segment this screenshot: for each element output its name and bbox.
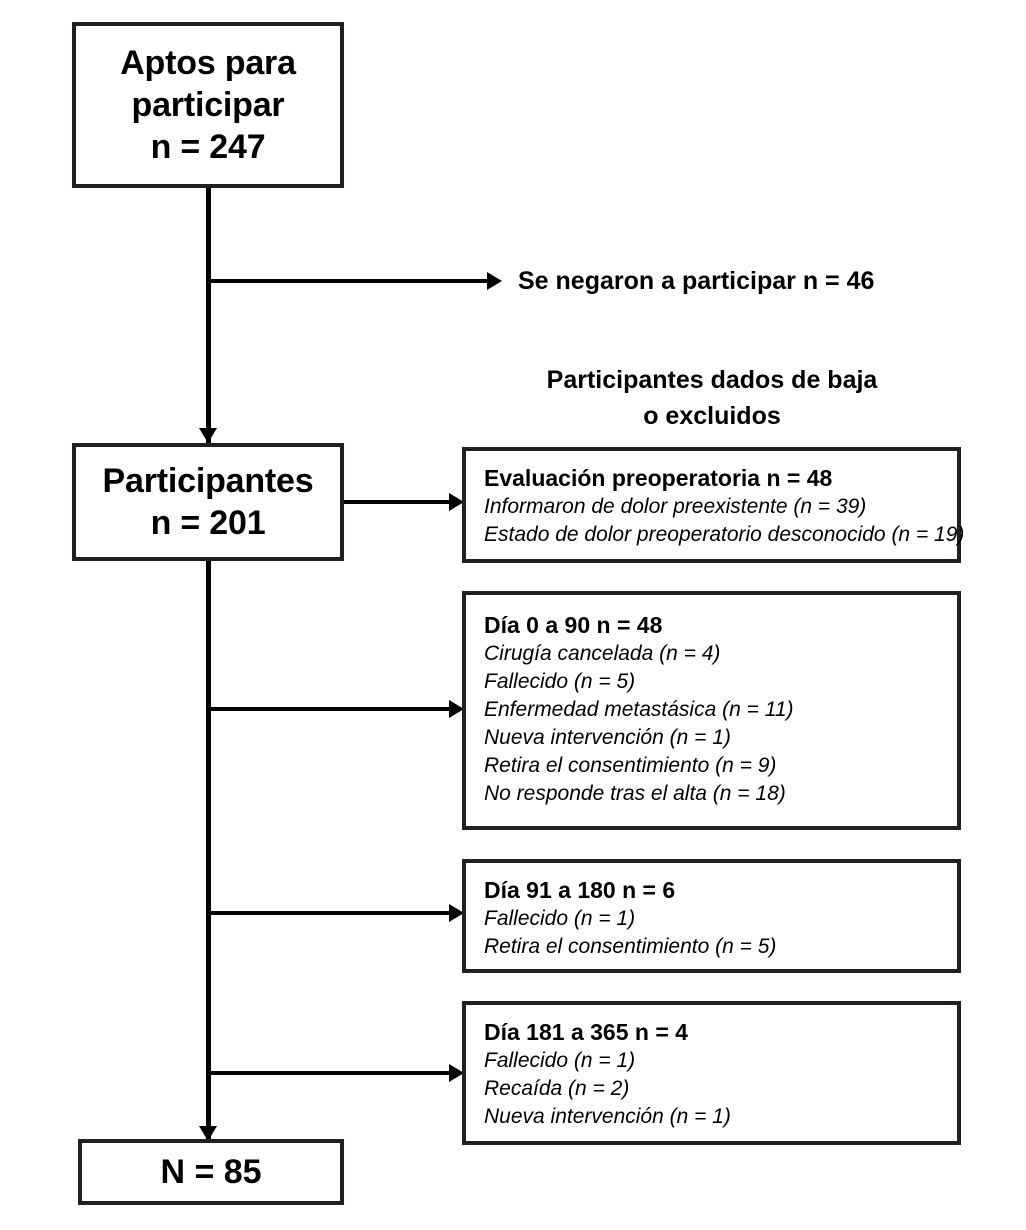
exclusion-box-1-item-5: No responde tras el alta (n = 18) — [484, 782, 786, 805]
connector-exclusion-1 — [206, 707, 459, 711]
node-eligible-line2: participar — [131, 86, 285, 124]
node-final-box: N = 85 — [78, 1139, 344, 1205]
exclusion-box-3-title: Día 181 a 365 n = 4 — [484, 1019, 688, 1045]
connector-exclusion-2 — [206, 911, 459, 915]
exclusion-box-1-item-2: Enfermedad metastásica (n = 11) — [484, 698, 794, 721]
exclusion-box-2-title: Día 91 a 180 n = 6 — [484, 877, 676, 903]
exclusion-box-1-item-4: Retira el consentimiento (n = 9) — [484, 754, 777, 777]
arrowhead-participants — [199, 428, 217, 443]
exclusion-box-1: Día 0 a 90 n = 48 Cirugía cancelada (n =… — [462, 591, 961, 830]
exclusion-box-1-title: Día 0 a 90 n = 48 — [484, 612, 663, 638]
label-excluded-header-line2: o excluidos — [643, 402, 781, 430]
exclusion-box-2: Día 91 a 180 n = 6 Fallecido (n = 1) Ret… — [462, 859, 961, 973]
exclusion-box-1-item-0: Cirugía cancelada (n = 4) — [484, 642, 721, 665]
exclusion-box-1-item-3: Nueva intervención (n = 1) — [484, 726, 731, 749]
exclusion-box-2-item-1: Retira el consentimiento (n = 5) — [484, 935, 777, 958]
connector-eligible-to-participants — [206, 188, 211, 443]
label-refused: Se negaron a participar n = 46 — [518, 267, 875, 295]
arrowhead-final — [199, 1126, 217, 1141]
exclusion-box-3-item-0: Fallecido (n = 1) — [484, 1049, 636, 1072]
exclusion-box-1-item-1: Fallecido (n = 5) — [484, 670, 636, 693]
exclusion-box-0: Evaluación preoperatoria n = 48 Informar… — [462, 447, 965, 563]
node-eligible-line1: Aptos para — [120, 44, 296, 82]
node-final-line1: N = 85 — [160, 1153, 262, 1191]
node-participants-line1: Participantes — [102, 462, 314, 500]
exclusion-box-2-item-0: Fallecido (n = 1) — [484, 907, 636, 930]
connector-refused — [206, 279, 498, 283]
arrowhead-exclusion-0 — [449, 493, 464, 511]
exclusion-box-3-item-2: Nueva intervención (n = 1) — [484, 1105, 731, 1128]
node-participants-line2: n = 201 — [150, 504, 266, 542]
node-eligible-box: Aptos para participar n = 247 — [72, 22, 344, 188]
exclusion-box-0-title: Evaluación preoperatoria n = 48 — [484, 465, 833, 491]
label-excluded-header: Participantes dados de baja o excluidos — [462, 362, 962, 434]
exclusion-box-3-item-1: Recaída (n = 2) — [484, 1077, 630, 1100]
arrowhead-exclusion-1 — [449, 700, 464, 718]
exclusion-box-0-item-0: Informaron de dolor preexistente (n = 39… — [484, 495, 867, 518]
node-eligible-line3: n = 247 — [150, 128, 266, 166]
exclusion-box-0-item-1: Estado de dolor preoperatorio desconocid… — [484, 523, 965, 546]
arrowhead-refused — [487, 272, 502, 290]
connector-exclusion-3 — [206, 1071, 459, 1075]
connector-exclusion-0 — [344, 500, 459, 504]
arrowhead-exclusion-2 — [449, 904, 464, 922]
connector-participants-to-final — [206, 561, 211, 1141]
exclusion-box-3: Día 181 a 365 n = 4 Fallecido (n = 1) Re… — [462, 1001, 961, 1145]
label-excluded-header-line1: Participantes dados de baja — [546, 366, 878, 394]
arrowhead-exclusion-3 — [449, 1064, 464, 1082]
node-participants-box: Participantes n = 201 — [72, 443, 344, 561]
